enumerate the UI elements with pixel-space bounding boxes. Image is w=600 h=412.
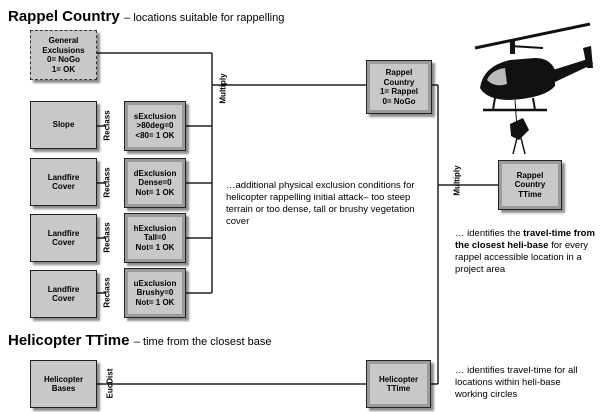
travel-time-note-pre: … identifies the xyxy=(455,228,524,239)
box-label: <80= 1 OK xyxy=(135,130,175,140)
landfire-cover-box-1: Landfire Cover xyxy=(30,158,97,206)
rappel-country-ttime-frame: Rappel Country TTime xyxy=(498,160,562,210)
rappel-country-heading: Rappel Country – locations suitable for … xyxy=(8,8,284,26)
rappel-country-subtitle: – locations suitable for rappelling xyxy=(124,12,285,24)
box-label: dExclusion xyxy=(133,168,177,178)
box-label: 1= OK xyxy=(51,64,76,74)
s-exclusion-box: sExclusion >80deg=0 <80= 1 OK xyxy=(128,105,182,147)
exclusion-note: …additional physical exclusion condition… xyxy=(226,180,415,227)
box-label: uExclusion xyxy=(133,278,177,288)
multiply-label-1: Multiply xyxy=(218,73,228,104)
box-label: sExclusion xyxy=(133,111,177,121)
slope-box: Slope xyxy=(30,101,97,149)
box-label: Country xyxy=(383,77,415,87)
box-label: TTime xyxy=(518,189,542,199)
helicopter-ttime-subtitle: – time from the closest base xyxy=(133,336,272,348)
helicopter-ttime-title: Helicopter TTime xyxy=(8,332,130,349)
helicopter-ttime-box: Helicopter TTime xyxy=(370,364,427,404)
box-label: Not= 1 OK xyxy=(135,297,175,307)
rappel-country-box: Rappel Country 1= Rappel 0= NoGo xyxy=(370,64,428,110)
box-label: TTime xyxy=(386,384,411,393)
box-label: Cover xyxy=(52,294,75,303)
h-exclusion-frame: hExclusion Tall=0 Not= 1 OK xyxy=(124,213,186,263)
landfire-cover-box-3: Landfire Cover xyxy=(30,270,97,318)
box-label: Cover xyxy=(52,182,75,191)
landfire-cover-box-2: Landfire Cover xyxy=(30,214,97,262)
helicopter-note: … identifies travel-time for all locatio… xyxy=(455,365,578,400)
travel-time-note-post: for every rappel accessible location in … xyxy=(455,240,589,275)
box-label: Cover xyxy=(52,238,75,247)
reclass-label-2: Reclass xyxy=(102,167,112,198)
reclass-label-1: Reclass xyxy=(102,110,112,141)
box-label: Helicopter xyxy=(43,374,84,384)
h-exclusion-box: hExclusion Tall=0 Not= 1 OK xyxy=(128,217,182,259)
u-exclusion-frame: uExclusion Brushy=0 Not= 1 OK xyxy=(124,268,186,318)
general-exclusions-box: General Exclusions 0= NoGo 1= OK xyxy=(30,30,97,80)
box-label: Tall=0 xyxy=(143,233,167,243)
travel-time-note: … identifies the travel-time from the cl… xyxy=(455,228,595,276)
box-label: 0= NoGo xyxy=(382,96,416,106)
box-label: Dense=0 xyxy=(138,178,172,188)
helicopter-ttime-heading: Helicopter TTime – time from the closest… xyxy=(8,332,271,350)
box-label: Landfire xyxy=(47,172,80,182)
box-label: Bases xyxy=(51,384,76,393)
box-label: 0= NoGo xyxy=(46,55,81,64)
u-exclusion-box: uExclusion Brushy=0 Not= 1 OK xyxy=(128,272,182,314)
box-label: Rappel xyxy=(516,170,544,180)
box-label: Slope xyxy=(52,120,75,130)
box-label: Landfire xyxy=(47,284,80,294)
box-label: Brushy=0 xyxy=(136,288,174,298)
box-label: hExclusion xyxy=(133,223,177,233)
eucdist-label: EucDist xyxy=(105,368,115,399)
multiply-label-2: Multiply xyxy=(452,165,462,196)
helicopter-icon xyxy=(474,22,593,155)
rappel-country-ttime-box: Rappel Country TTime xyxy=(502,164,558,206)
box-label: Rappel xyxy=(385,68,413,77)
box-label: Landfire xyxy=(47,228,80,238)
box-label: General xyxy=(48,36,79,45)
s-exclusion-frame: sExclusion >80deg=0 <80= 1 OK xyxy=(124,101,186,151)
d-exclusion-frame: dExclusion Dense=0 Not= 1 OK xyxy=(124,158,186,208)
box-label: >80deg=0 xyxy=(136,121,174,131)
helicopter-ttime-frame: Helicopter TTime xyxy=(366,360,431,408)
helicopter-bases-box: Helicopter Bases xyxy=(30,360,97,408)
reclass-label-3: Reclass xyxy=(102,222,112,253)
box-label: Country xyxy=(514,180,546,190)
rappel-country-title: Rappel Country xyxy=(8,8,120,25)
reclass-label-4: Reclass xyxy=(102,277,112,308)
box-label: Helicopter xyxy=(378,374,419,384)
d-exclusion-box: dExclusion Dense=0 Not= 1 OK xyxy=(128,162,182,204)
box-label: Exclusions xyxy=(42,45,85,55)
travel-time-note-bold: travel-time from the closest heli-base xyxy=(455,228,595,251)
box-label: 1= Rappel xyxy=(379,87,418,96)
box-label: Not= 1 OK xyxy=(135,187,175,197)
rappel-country-frame: Rappel Country 1= Rappel 0= NoGo xyxy=(366,60,432,114)
box-label: Not= 1 OK xyxy=(135,242,175,252)
